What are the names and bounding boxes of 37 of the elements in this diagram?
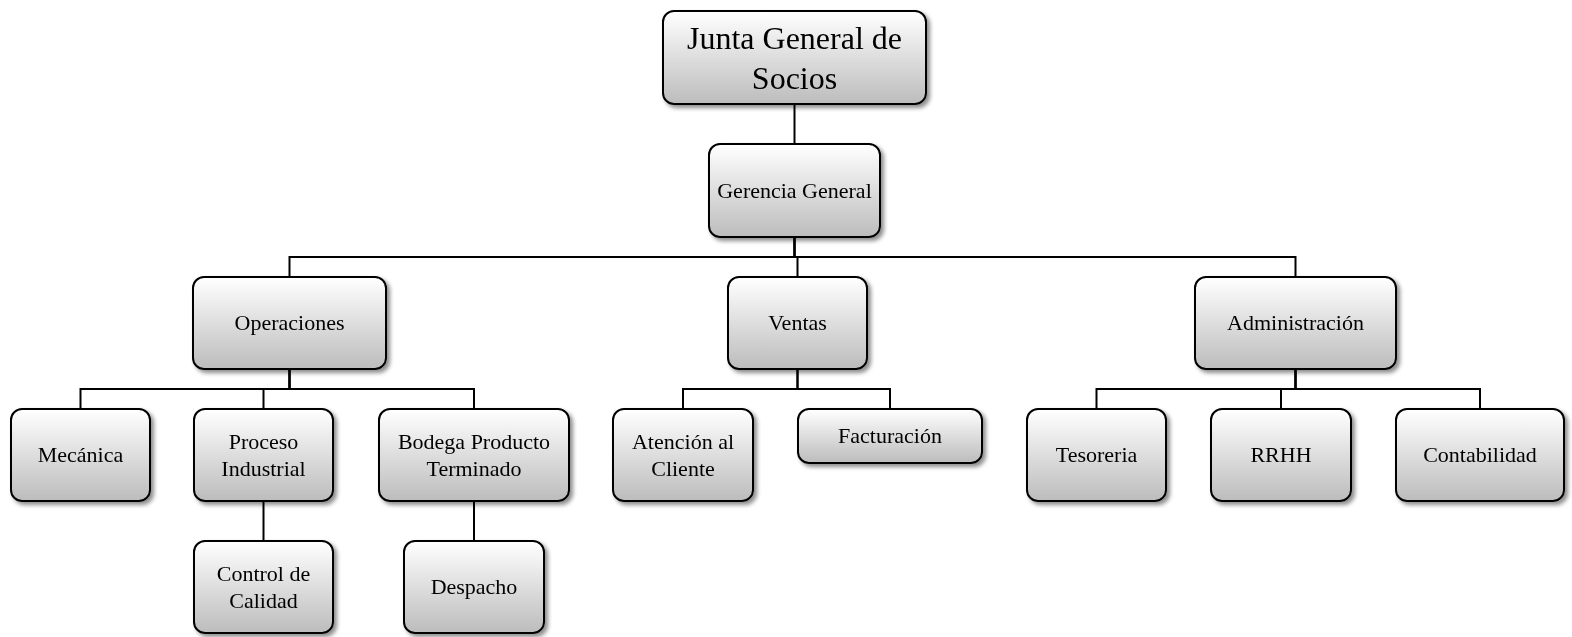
org-box [797, 408, 983, 464]
org-box [1395, 408, 1565, 502]
connector-line [288, 369, 475, 409]
org-box [1210, 408, 1352, 502]
box-label: Gerencia General [717, 176, 872, 205]
org-box [10, 408, 151, 502]
box-label: Operaciones [234, 309, 345, 337]
box-label: Mecánica [37, 441, 124, 469]
box-label: Despacho [430, 573, 518, 601]
box-label: Control de Calidad [215, 559, 312, 615]
org-box [192, 276, 387, 370]
org-box [662, 10, 927, 105]
connector-line [796, 369, 891, 409]
org-box [708, 143, 881, 238]
org-box [403, 540, 545, 634]
box-label: Administración [1227, 309, 1364, 337]
org-box [193, 408, 334, 502]
connector-line [793, 104, 796, 144]
box-label: Junta General de Socios [686, 18, 903, 98]
org-box [612, 408, 754, 502]
connector-line [262, 501, 265, 541]
box-label: Proceso Industrial [220, 427, 307, 483]
box-label: Facturación [838, 422, 942, 450]
org-box [1026, 408, 1167, 502]
box-label: Tesoreria [1055, 441, 1138, 469]
box-label: Atención al Cliente [631, 427, 735, 483]
connector-line [793, 237, 1297, 277]
org-box [727, 276, 868, 370]
org-box [193, 540, 334, 634]
org-box [1194, 276, 1397, 370]
connector-line [1294, 369, 1481, 409]
box-label: RRHH [1250, 441, 1312, 469]
box-label: Ventas [768, 309, 827, 337]
box-label: Bodega Producto Terminado [396, 427, 552, 483]
box-label: Contabilidad [1423, 441, 1537, 469]
connector-line [473, 501, 475, 541]
org-box [378, 408, 570, 502]
